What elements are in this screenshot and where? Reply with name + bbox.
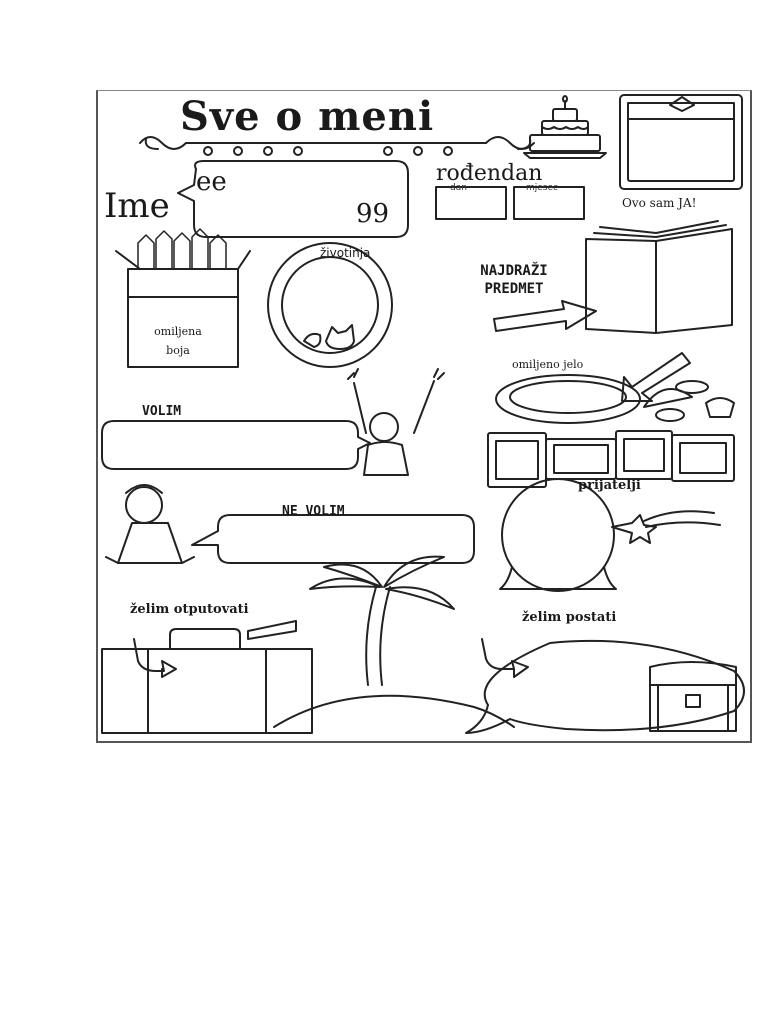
sad-child-icon <box>105 484 195 564</box>
favorite-color-label: omiljena boja <box>154 325 202 357</box>
page-title: Sve o meni <box>180 93 435 140</box>
close-quote: 99 <box>356 199 390 229</box>
birthday-month-box <box>513 186 585 220</box>
month-label: mjesec <box>526 183 558 193</box>
friends-frames-icon <box>487 430 735 488</box>
become-label: želim postati <box>522 610 617 625</box>
crystal-ball-icon <box>499 478 721 592</box>
birthday-label: rođendan <box>436 161 543 186</box>
snorkel-icon <box>133 638 177 678</box>
treasure-chest-icon <box>649 661 737 732</box>
worksheet-art <box>101 94 745 734</box>
food-icon <box>621 352 735 422</box>
snorkel-icon <box>481 638 529 678</box>
palm-tree-icon <box>273 555 515 728</box>
animal-frame-icon <box>267 242 393 368</box>
dislike-label: NE VOLIM <box>282 504 345 519</box>
favorite-subject-label: NAJDRAŽI PREDMET <box>480 263 548 297</box>
worksheet: Sve o meni Ime ee 99 rođendan dan mjesec… <box>96 90 752 743</box>
day-label: dan <box>450 183 467 193</box>
favorite-food-label: omiljeno jelo <box>512 358 584 371</box>
animal-label: životinja <box>320 246 371 260</box>
name-label: Ime <box>104 186 170 226</box>
become-bubble <box>465 639 745 734</box>
like-bubble <box>101 420 371 470</box>
arrow-icon <box>493 300 597 332</box>
plate-icon <box>495 374 641 424</box>
title-ornament <box>139 136 535 156</box>
birthday-day-box <box>435 186 507 220</box>
dislike-bubble <box>191 514 475 564</box>
crayon-box-icon <box>115 228 251 368</box>
friends-label: prijatelji <box>578 478 641 493</box>
cake-icon <box>523 95 607 159</box>
suitcase-icon <box>101 620 313 734</box>
like-label: VOLIM <box>142 404 182 419</box>
photo-label: Ovo sam JA! <box>622 196 697 210</box>
travel-label: želim otputovati <box>130 602 249 617</box>
open-quote: ee <box>196 167 227 197</box>
happy-child-icon <box>347 368 445 476</box>
open-book-icon <box>585 220 733 334</box>
name-bubble <box>177 160 409 238</box>
photo-frame-icon <box>619 94 743 190</box>
